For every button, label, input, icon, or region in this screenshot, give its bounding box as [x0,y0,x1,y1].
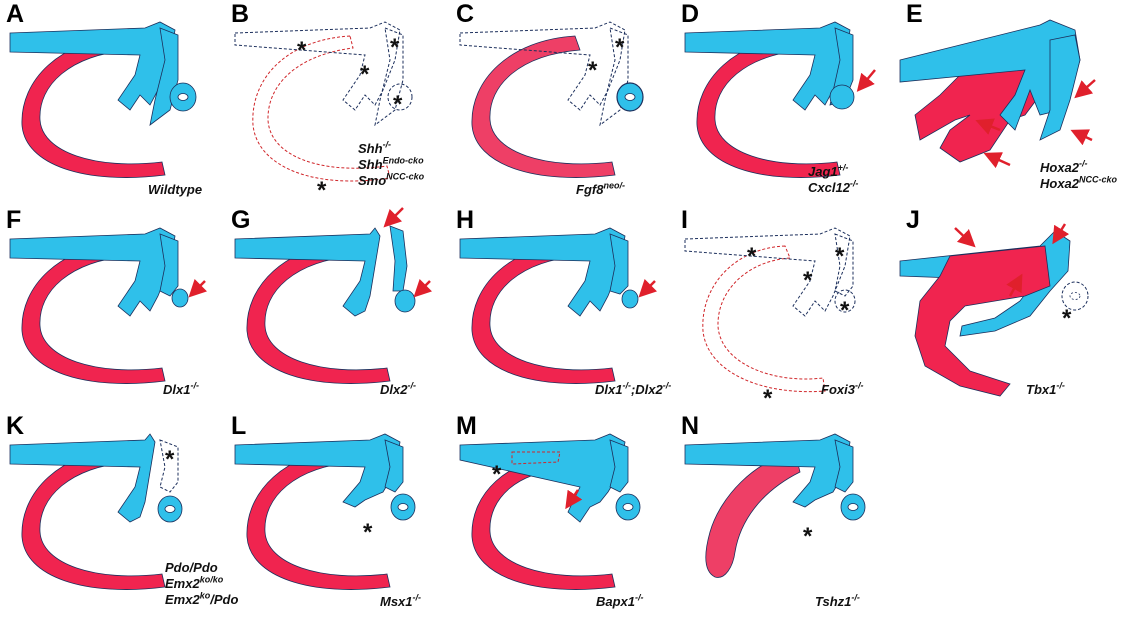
malleus-absent [685,228,850,316]
asterisk-marker: * [165,446,175,473]
arrow-marker [642,281,655,294]
arrow-marker [988,155,1010,165]
asterisk-marker: * [803,267,813,294]
asterisk-marker: * [393,91,403,118]
genotype-label: Hoxa2-/- Hoxa2NCC-cko [1040,160,1117,192]
meckel-cartilage-short [706,452,800,577]
genotype-label: Dlx1-/-;Dlx2-/- [595,382,671,398]
asterisk-marker: * [317,177,327,204]
stapes [172,289,188,307]
genotype-label: Fgf8neo/- [576,182,625,198]
genotype-label: Dlx2-/- [380,382,416,398]
panel-a: A Wildtype [0,0,225,206]
arrow-marker [417,281,430,294]
panel-k: K * Pdo/Pdo Emx2ko/ko Emx2ko/Pdo [0,412,225,618]
ear-diagram: * [450,412,675,618]
ear-diagram: * [225,412,450,618]
genotype-label: Tbx1-/- [1026,382,1065,398]
asterisk-marker: * [297,37,307,64]
genotype-label: Msx1-/- [380,594,421,610]
stapes [395,290,415,312]
asterisk-marker: * [390,34,400,61]
asterisk-marker: * [363,519,373,546]
arrow-marker [387,208,403,224]
genotype-label: Jag1+/- Cxcl12-/- [808,164,858,196]
asterisk-marker: * [803,523,813,550]
genotype-label: Tshz1-/- [815,594,860,610]
asterisk-marker: * [835,243,845,270]
panel-n: N * Tshz1-/- [675,412,900,618]
ear-diagram [225,206,450,412]
ear-diagram: * * [450,0,675,206]
panel-j: J * Tbx1-/- [900,206,1125,412]
ear-diagram [675,0,900,206]
asterisk-marker: * [763,385,773,412]
panel-b: B * * * * * Shh-/- ShhEndo-cko SmoNCC-ck… [225,0,450,206]
asterisk-marker: * [747,243,757,270]
genotype-label: Bapx1-/- [596,594,644,610]
ear-diagram: * [675,412,900,618]
arrow-marker [860,70,875,88]
panel-c: C * * Fgf8neo/- [450,0,675,206]
asterisk-marker: * [360,61,370,88]
asterisk-marker: * [1062,305,1072,332]
ear-diagram: * [900,206,1127,412]
genotype-label: Foxi3-/- [821,382,863,398]
arrow-marker [1078,80,1095,95]
arrow-marker [1075,132,1092,140]
panel-l: L * Msx1-/- [225,412,450,618]
panel-h: H Dlx1-/-;Dlx2-/- [450,206,675,412]
arrow-marker [955,228,972,244]
panel-f: F Dlx1-/- [0,206,225,412]
panel-m: M * Bapx1-/- [450,412,675,618]
asterisk-marker: * [615,34,625,61]
malleus-absent [235,22,400,110]
panel-i: I * * * * * Foxi3-/- [675,206,900,412]
panel-d: D Jag1+/- Cxcl12-/- [675,0,900,206]
stapes [830,85,854,109]
genotype-label: Wildtype [148,182,202,198]
genotype-label: Shh-/- ShhEndo-cko SmoNCC-cko [358,141,424,189]
arrow-marker [192,281,205,294]
ear-diagram: * * * * * [675,206,900,412]
asterisk-marker: * [492,461,502,488]
asterisk-marker: * [840,297,850,324]
incus [390,226,407,291]
panel-g: G Dlx2-/- [225,206,450,412]
genotype-label: Dlx1-/- [163,382,199,398]
stapes [622,290,638,308]
ear-diagram [0,0,225,206]
asterisk-marker: * [588,57,598,84]
panel-e: E Hoxa2-/- Hoxa2NCC-cko [900,0,1125,206]
